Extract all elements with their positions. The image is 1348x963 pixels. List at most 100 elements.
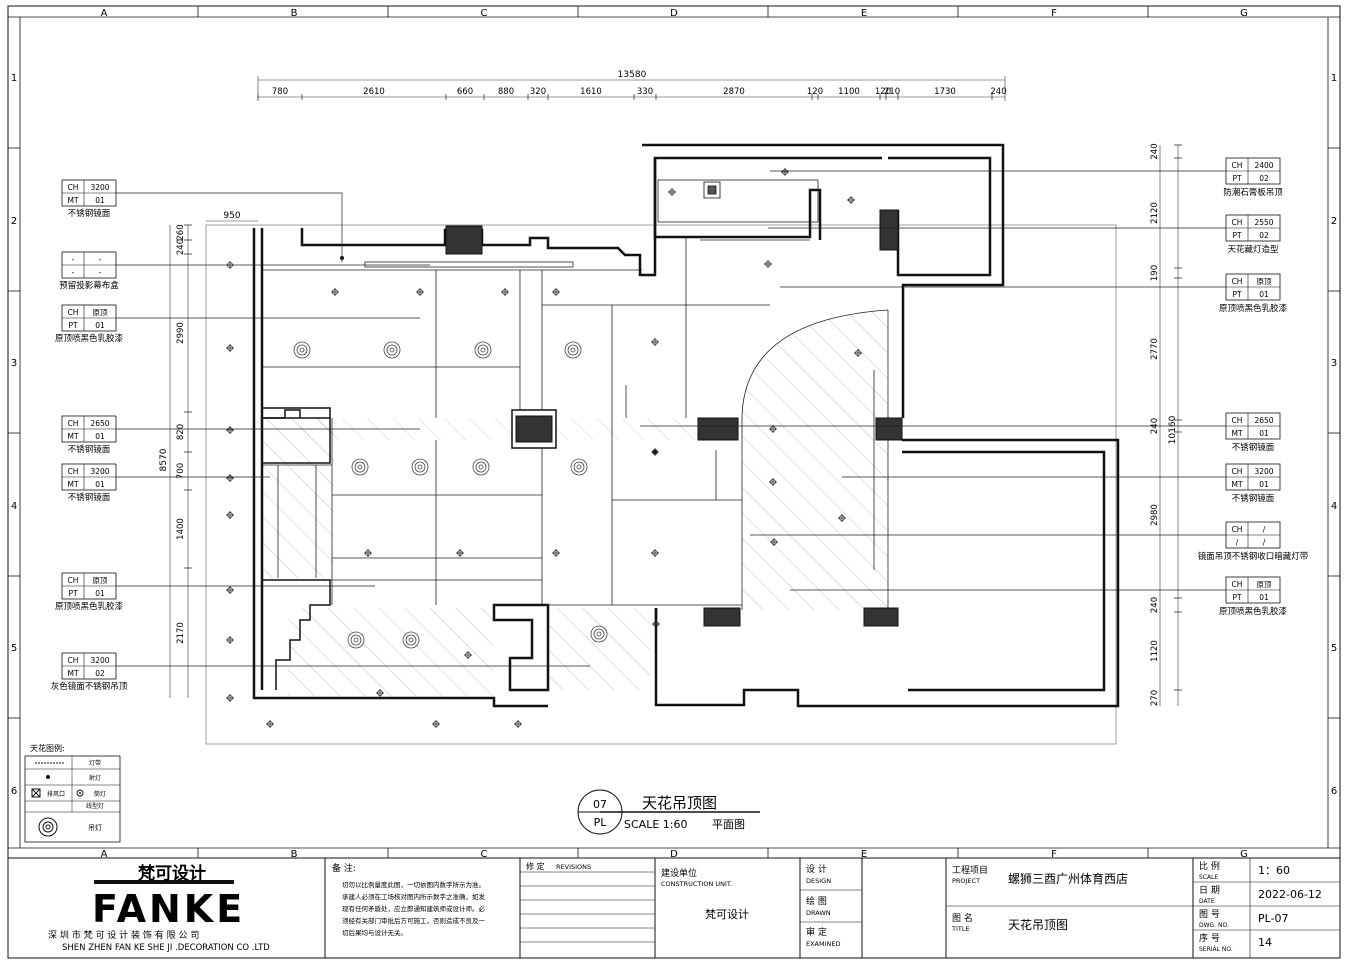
down-light: [653, 450, 657, 454]
grid-row-right: 1: [1331, 73, 1337, 84]
date-en: DATE: [1199, 898, 1215, 905]
grid-col-bottom: G: [1240, 849, 1248, 860]
grid-row-left: 2: [11, 216, 17, 227]
grid-row-right: 4: [1331, 501, 1337, 512]
dim-left-segment: 1400: [176, 518, 186, 540]
title-block-text: 备 注: 切勿以比例量度此图，一切依图内数字所示为准。 承建人必须在工场核对图内…: [332, 860, 1322, 953]
dim-left-offset: 950: [223, 211, 240, 221]
note-line-4: 须经有关部门审批后方可施工，否则造成不良及一: [342, 916, 486, 925]
legend-item-pendant: 吊灯: [88, 823, 102, 832]
drawing-number: 07: [593, 798, 607, 811]
tag-key: CH: [68, 656, 79, 665]
spot-light: [331, 288, 339, 296]
examined-cn: 审 定: [806, 926, 827, 938]
scale-en: SCALE: [1199, 874, 1218, 881]
tag-key: CH: [68, 419, 79, 428]
tag-label: 天花藏灯造型: [1227, 244, 1279, 255]
material-tag-left: ----预留投影幕布盒: [59, 251, 119, 291]
dim-right-segment: 240: [1150, 597, 1160, 613]
tag-key: MT: [67, 432, 78, 441]
tag-key: CH: [1232, 416, 1243, 425]
tag-key: PT: [1232, 174, 1242, 183]
spot-light: [501, 288, 509, 296]
tag-value: 01: [95, 589, 105, 598]
spot-light: [651, 338, 659, 346]
tag-label: 灰色镜面不锈钢吊顶: [51, 681, 128, 692]
dim-top-segment: 880: [498, 87, 514, 97]
grid-col-bottom: B: [291, 849, 298, 860]
tag-value: 3200: [90, 183, 109, 192]
note-line-5: 切后果均与设计无关。: [342, 928, 407, 937]
dim-top-segment: 210: [884, 87, 900, 97]
tag-value: 2650: [90, 419, 109, 428]
tag-value: 原顶: [1257, 277, 1273, 286]
dim-top-segment: 120: [807, 87, 823, 97]
spot-light: [552, 549, 560, 557]
tag-label: 原顶喷黑色乳胶漆: [1219, 303, 1288, 314]
spot-light: [226, 511, 234, 519]
spot-light: [514, 720, 522, 728]
structural-columns: [445, 209, 903, 627]
legend-title: 天花图例:: [30, 743, 65, 753]
tag-label: 不锈钢镜面: [68, 208, 111, 219]
legend: 天花图例: 灯带 射灯 排风口 筒灯 线型灯 吊灯: [24, 743, 121, 843]
tag-value: 3200: [90, 467, 109, 476]
tag-key: PT: [68, 321, 78, 330]
tag-value: 01: [1259, 593, 1269, 602]
logo-cn: 梵可设计: [138, 863, 206, 884]
grid-col-top: G: [1240, 8, 1248, 19]
spot-light: [769, 478, 777, 486]
tag-value: /: [1263, 538, 1266, 547]
title-block-grid: [324, 858, 1340, 958]
spot-light: [464, 651, 472, 659]
walls: [252, 143, 1120, 708]
tag-key: PT: [1232, 593, 1242, 602]
tag-value: 02: [95, 669, 105, 678]
spot-light: [651, 549, 659, 557]
grid-row-left: 5: [11, 643, 17, 654]
dim-top-segment: 660: [457, 87, 473, 97]
grid-col-bottom: E: [861, 849, 867, 860]
grid-col-bottom: F: [1051, 849, 1057, 860]
grid-row-left: 1: [11, 73, 17, 84]
tag-value: 3200: [1254, 467, 1273, 476]
dim-overall: 13580: [618, 70, 647, 80]
tag-key: MT: [67, 196, 78, 205]
logo-en: FANKE: [92, 887, 245, 931]
pendant-light: [570, 458, 588, 476]
pendant-light: [383, 341, 401, 359]
revisions-label: 修 定: [526, 861, 545, 871]
date-cn: 日 期: [1199, 885, 1220, 896]
dim-top-segment: 1610: [580, 87, 602, 97]
date-value: 2022-06-12: [1258, 888, 1322, 901]
leader-lines: [116, 170, 1226, 667]
tag-value: 2650: [1254, 416, 1273, 425]
grid-col-top: A: [101, 8, 108, 19]
revisions-en: REVISIONS: [556, 863, 591, 871]
grid-row-right: 2: [1331, 216, 1337, 227]
spot-light: [847, 196, 855, 204]
tag-label: 防潮石膏板吊顶: [1223, 187, 1283, 198]
spot-light: [854, 349, 862, 357]
construction-cn: 建设单位: [661, 867, 697, 879]
spot-light: [376, 689, 384, 697]
dim-top-segment: 120: [875, 87, 891, 97]
tag-label: 镜面吊顶不锈钢收口暗藏灯带: [1198, 551, 1309, 562]
title-en: TITLE: [951, 925, 970, 933]
tag-key: MT: [67, 669, 78, 678]
tag-key: CH: [68, 308, 79, 317]
sheet-frame: [7, 5, 1341, 959]
grid-col-top: D: [670, 8, 678, 19]
dim-top-segment: 330: [637, 87, 653, 97]
dim-left-segment: 700: [176, 463, 186, 479]
grid-col-bottom: A: [101, 849, 108, 860]
legend-item-downlight: 筒灯: [94, 790, 106, 798]
